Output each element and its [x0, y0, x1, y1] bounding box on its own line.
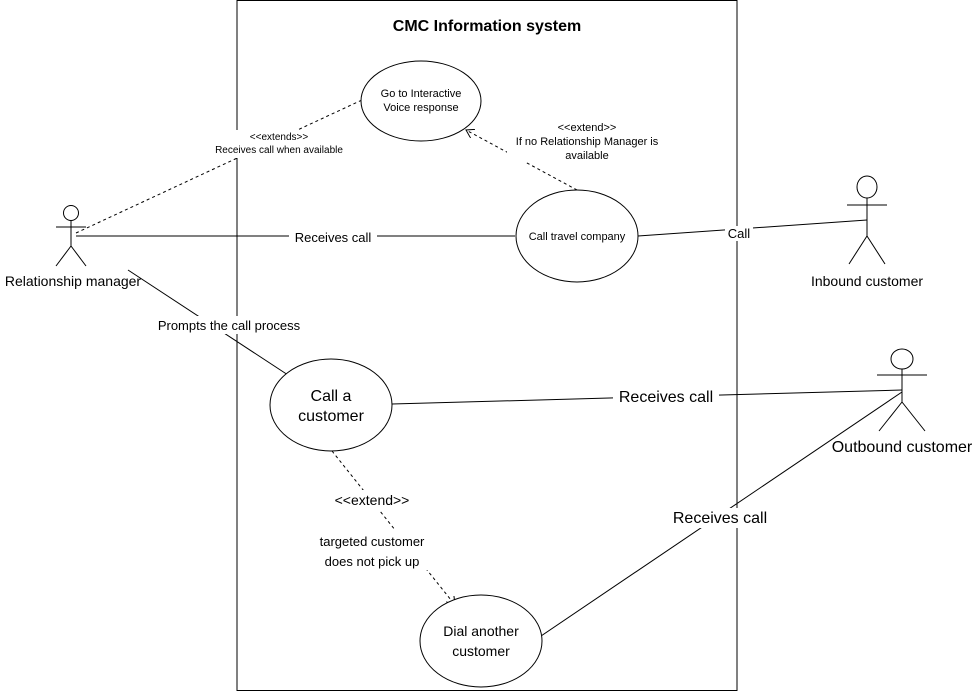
extends-top-stereotype: <<extends>> [250, 132, 309, 143]
actor-inbound-customer-label: Inbound customer [811, 273, 923, 289]
extend-ivr-description-line2: available [565, 150, 608, 162]
rm-receives-call-label: Receives call [289, 229, 377, 245]
system-boundary [236, 0, 738, 691]
dial-receives-call-text: Receives call [673, 510, 767, 527]
outbound-receives-call-label: Receives call [613, 387, 719, 407]
use-case-ivr-line1: Go to Interactive [381, 88, 462, 100]
use-case-ivr: Go to Interactive Voice response [360, 60, 482, 142]
extend-ivr-description-line1: If no Relationship Manager is [516, 136, 659, 148]
extend-call-stereotype: <<extend>> [335, 492, 410, 508]
stick-figure-icon [55, 205, 87, 267]
extend-call-description-line2: does not pick up [325, 554, 420, 569]
outbound-receives-call-text: Receives call [619, 389, 713, 406]
actor-relationship-manager: Relationship manager [5, 205, 142, 289]
actor-inbound-customer: Inbound customer [811, 175, 923, 289]
extend-ivr-label: <<extend>> If no Relationship Manager is… [507, 120, 667, 162]
extends-top-label: <<extends>> Receives call when available [206, 130, 352, 158]
use-case-call-travel-company: Call travel company [515, 189, 639, 283]
stick-figure-icon [847, 175, 887, 265]
use-case-call-customer-line2: customer [298, 408, 364, 425]
use-case-dial-another-customer: Dial another customer [419, 594, 543, 688]
use-case-dial-another-line2: customer [452, 643, 510, 659]
rm-to-ivr-extends-line [75, 99, 363, 234]
actor-outbound-customer-label: Outbound customer [832, 439, 973, 456]
extend-call-description: targeted customer does not pick up [309, 530, 435, 570]
use-case-ivr-line2: Voice response [383, 102, 458, 114]
use-case-call-customer: Call a customer [269, 358, 393, 452]
prompts-text: Prompts the call process [158, 318, 301, 333]
dial-receives-call-label: Receives call [667, 508, 773, 528]
use-case-dial-another-line1: Dial another [443, 623, 519, 639]
stick-figure-icon [877, 348, 927, 432]
prompts-label: Prompts the call process [152, 316, 308, 334]
system-title: CMC Information system [393, 18, 581, 35]
rm-receives-call-text: Receives call [295, 230, 372, 245]
inbound-call-text: Call [728, 226, 751, 241]
use-case-call-customer-line1: Call a [311, 388, 352, 405]
actor-outbound-customer: Outbound customer [832, 348, 973, 456]
use-case-call-travel-company-label: Call travel company [529, 231, 626, 243]
call-to-dial-extend-line [331, 450, 455, 605]
extends-top-description: Receives call when available [215, 145, 343, 156]
extend-call-label: <<extend>> [324, 490, 420, 510]
actor-relationship-manager-label: Relationship manager [5, 273, 142, 289]
extend-ivr-stereotype: <<extend>> [558, 122, 617, 134]
extend-call-description-line1: targeted customer [320, 534, 425, 549]
inbound-call-label: Call [725, 226, 753, 241]
